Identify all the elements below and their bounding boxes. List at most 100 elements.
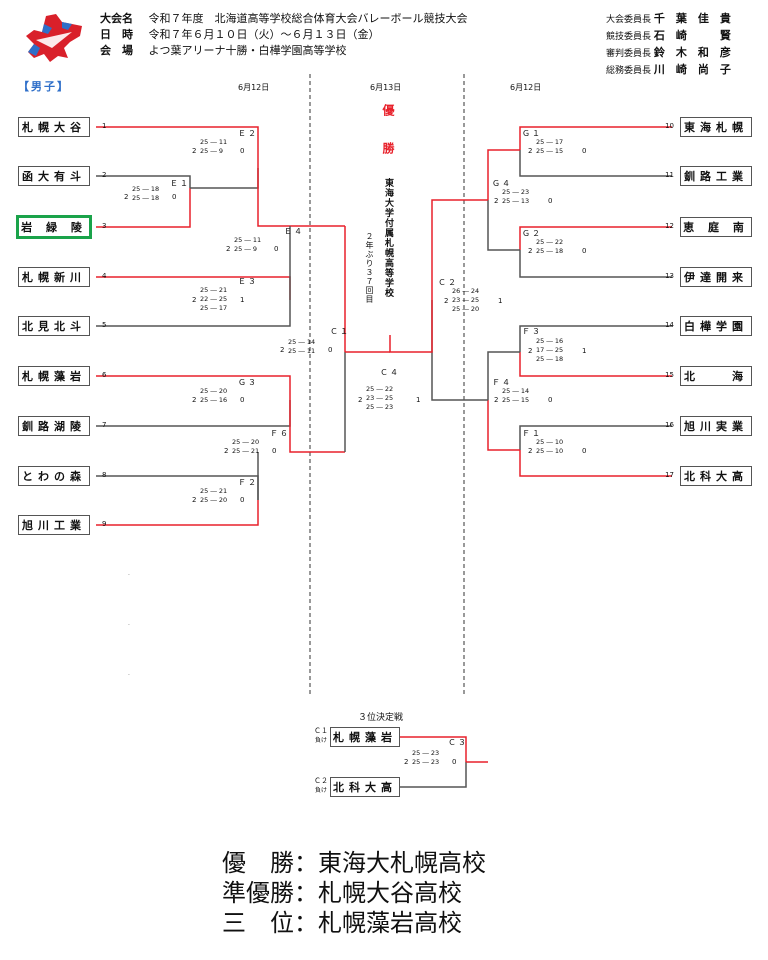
match-sets-lost: 0 (240, 147, 245, 155)
match-score-f2: 25 ― 21 25 ― 20 (200, 487, 228, 504)
match-sets-lost: 0 (328, 346, 333, 354)
match-sets-lost: 1 (240, 296, 245, 304)
team-box: 白樺学園 (680, 316, 752, 336)
match-label-c4: Ｃ４ (380, 368, 400, 377)
champion-school: 東海大学付属札幌高等学校 (383, 178, 393, 298)
tag-sub: 負け (314, 787, 327, 794)
tag-label: Ｃ１ (314, 727, 328, 735)
match-sets-lost: 0 (548, 396, 553, 404)
official-role: 競技委員長 (606, 32, 652, 42)
match-score-e3: 25 ― 21 22 ― 25 25 ― 17 (200, 286, 228, 312)
tag-sub: 負け (314, 737, 327, 744)
match-score-g2: 25 ― 22 25 ― 18 (536, 238, 564, 255)
match-sets-lost: 1 (416, 396, 421, 404)
match-score-f4: 25 ― 14 25 ― 15 (502, 387, 530, 404)
team-box: 釧路湖陵 (18, 416, 90, 436)
team-box: 北見北斗 (18, 316, 90, 336)
team-number: 7 (102, 421, 107, 429)
match-sets-lost: 0 (548, 197, 553, 205)
header-label: 会 場 (100, 44, 133, 57)
match-sets-won: 2 (528, 147, 533, 155)
official-role: 審判委員長 (606, 49, 652, 59)
match-sets-lost: 0 (240, 396, 245, 404)
match-sets-won: 2 (494, 396, 499, 404)
match-sets-lost: 1 (498, 297, 503, 305)
match-sets-lost: 0 (172, 193, 177, 201)
division-label: 【男子】 (18, 80, 70, 93)
header-label: 日 時 (100, 28, 133, 41)
match-sets-won: 2 (192, 296, 197, 304)
match-score-g4: 25 ― 23 25 ― 13 (502, 188, 530, 205)
match-sets-lost: 0 (582, 447, 587, 455)
dot-mark: · (128, 672, 130, 679)
match-score-c3: 25 ― 23 25 ― 23 (412, 749, 440, 766)
date-right: 6月12日 (510, 83, 542, 92)
match-score-e4: 25 ― 11 25 ― 9 (234, 236, 262, 253)
match-label-f4: Ｆ４ (492, 378, 512, 387)
third-place-title: ３位決定戦 (358, 713, 404, 723)
team-box: 旭川実業 (680, 416, 752, 436)
team-box-highlighted: 岩 緑 陵 (16, 215, 92, 239)
match-label-f1: Ｆ１ (522, 429, 542, 438)
match-sets-won: 2 (528, 347, 533, 355)
match-sets-won: 2 (226, 245, 231, 253)
match-score-c2: 26 ― 24 23 ― 25 25 ― 20 (452, 287, 480, 313)
header-value: 令和７年６月１０日（火）～６月１３日（金） (148, 28, 380, 41)
match-label-e3: Ｅ３ (238, 277, 258, 286)
official-role: 総務委員長 (606, 66, 652, 76)
match-sets-won: 2 (358, 396, 363, 404)
match-score-g3: 25 ― 20 25 ― 16 (200, 387, 228, 404)
team-box: 北 海 (680, 366, 752, 386)
header-value: 令和７年度 北海道高等学校総合体育大会バレーボール競技大会 (148, 12, 468, 25)
date-left: 6月12日 (238, 83, 270, 92)
match-score-g1: 25 ― 17 25 ― 15 (536, 138, 564, 155)
match-score-c1: 25 ― 14 25 ― 11 (288, 338, 316, 355)
match-score-f1: 25 ― 10 25 ― 10 (536, 438, 564, 455)
hokkaido-logo (22, 12, 86, 72)
summary-runner-up: 準優勝：札幌大谷高校 (222, 879, 462, 907)
team-box: 旭川工業 (18, 515, 90, 535)
officials-list: 大会委員長 千 葉 佳 貴 競技委員長 石 崎 賢 審判委員長 鈴 木 和 彦 … (606, 12, 756, 78)
team-number: 8 (102, 471, 107, 479)
match-sets-lost: 0 (582, 247, 587, 255)
team-number: 11 (665, 171, 674, 179)
third-place-team2-tag: Ｃ２ 負け (314, 777, 328, 795)
header-line-2: 日 時 令和７年６月１０日（火）～６月１３日（金） (100, 28, 380, 42)
match-sets-won: 2 (280, 346, 285, 354)
team-number: 12 (665, 222, 674, 230)
match-sets-won: 2 (192, 147, 197, 155)
team-number: 4 (102, 272, 107, 280)
match-label-c2: Ｃ２ (438, 278, 458, 287)
match-sets-won: 2 (404, 758, 409, 766)
match-sets-lost: 0 (274, 245, 279, 253)
team-number: 5 (102, 321, 107, 329)
match-score-f3: 25 ― 16 17 ― 25 25 ― 18 (536, 337, 564, 363)
team-box: とわの森 (18, 466, 90, 486)
match-score-f6: 25 ― 20 25 ― 21 (232, 438, 260, 455)
date-center: 6月13日 (370, 83, 402, 92)
match-sets-lost: 0 (240, 496, 245, 504)
match-label-c1: Ｃ１ (330, 327, 350, 336)
match-score-e2: 25 ― 11 25 ― 9 (200, 138, 228, 155)
team-box: 東海札幌 (680, 117, 752, 137)
match-sets-won: 2 (124, 193, 129, 201)
match-sets-lost: 0 (272, 447, 277, 455)
team-box: 北科大高 (330, 777, 400, 797)
team-box: 札幌藻岩 (330, 727, 400, 747)
match-sets-won: 2 (192, 396, 197, 404)
match-sets-lost: 1 (582, 347, 587, 355)
match-label-f6: Ｆ６ (270, 429, 290, 438)
match-label-g1: Ｇ１ (522, 129, 542, 138)
team-number: 17 (665, 471, 674, 479)
official-name: 川 崎 尚 子 (653, 63, 731, 76)
header-value: よつ葉アリーナ十勝・白樺学園高等学校 (148, 44, 347, 57)
match-sets-won: 2 (224, 447, 229, 455)
team-number: 10 (665, 122, 674, 130)
team-number: 6 (102, 371, 107, 379)
team-box: 北科大高 (680, 466, 752, 486)
match-score-e1: 25 ― 18 25 ― 18 (132, 185, 160, 202)
champion-note: ２年ぶり３７回目 (365, 232, 374, 304)
team-box: 札幌大谷 (18, 117, 90, 137)
team-number: 16 (665, 421, 674, 429)
